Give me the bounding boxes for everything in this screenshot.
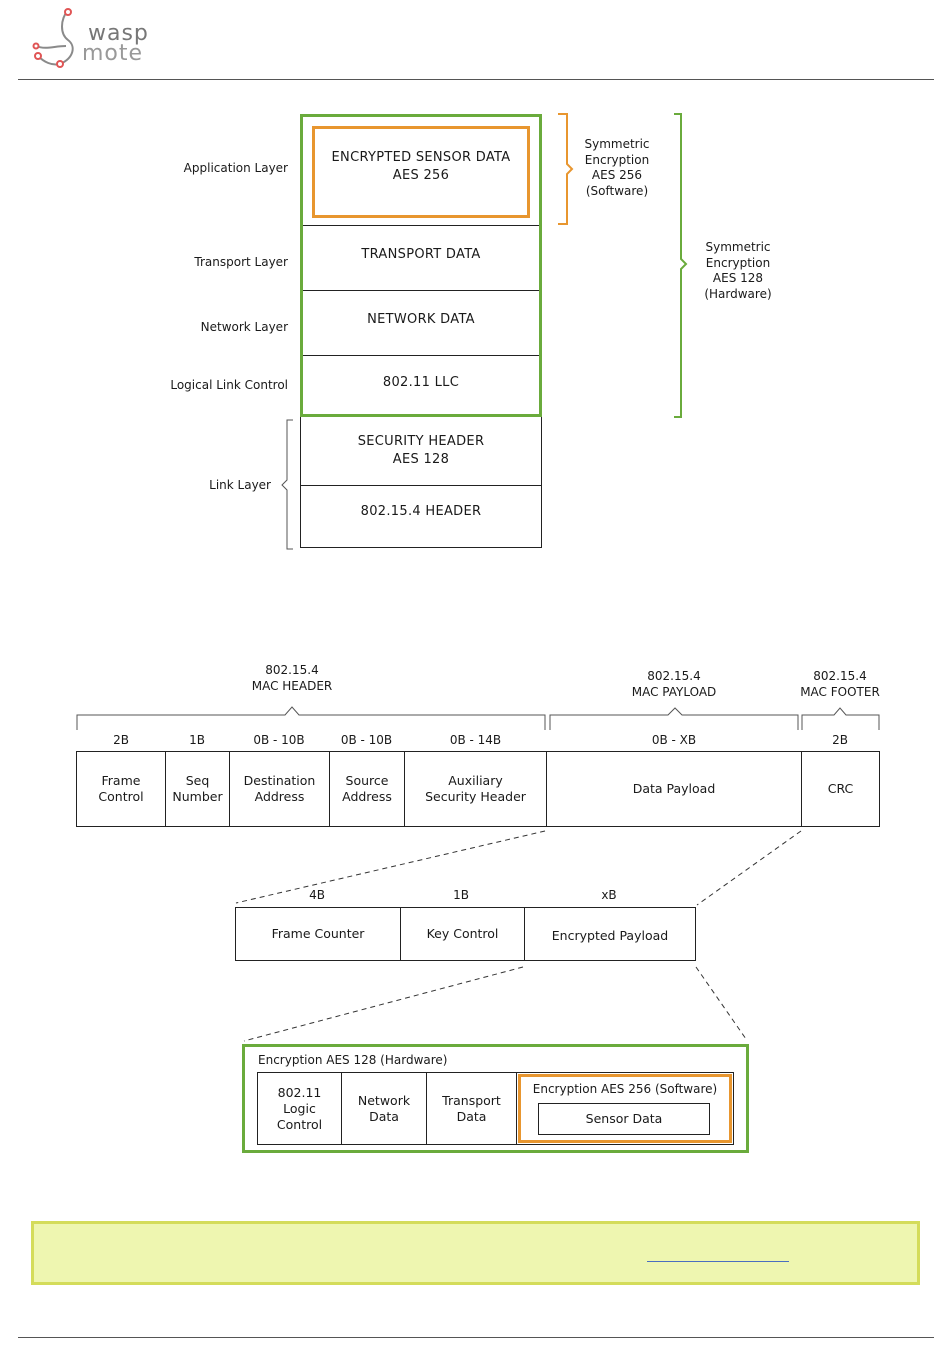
security-header-line1: SECURITY HEADER bbox=[357, 434, 485, 449]
software-encrypted-box: ENCRYPTED SENSOR DATA AES 256 bbox=[312, 126, 530, 218]
size-encrypted-payload: xB bbox=[601, 888, 617, 902]
size-destination: 0B - 10B bbox=[253, 733, 305, 747]
layer-label-application: Application Layer bbox=[183, 161, 288, 175]
link-layer-stack: SECURITY HEADER AES 128 802.15.4 HEADER bbox=[300, 417, 542, 548]
hardware-encryption-title: Encryption AES 128 (Hardware) bbox=[258, 1053, 448, 1067]
field-frame-counter: Frame Counter bbox=[271, 926, 365, 941]
network-data-label: NETWORK DATA bbox=[367, 312, 475, 327]
mac-header-label: 802.15.4 HEADER bbox=[360, 504, 482, 519]
zoom-lines bbox=[235, 830, 802, 1042]
layer-label-transport: Transport Layer bbox=[194, 255, 288, 269]
security-header-row: SECURITY HEADER AES 128 bbox=[301, 417, 541, 486]
app-data-line2: AES 256 bbox=[392, 168, 450, 183]
size-data-payload: 0B - XB bbox=[651, 733, 697, 747]
header-divider bbox=[18, 79, 934, 80]
security-header-line2: AES 128 bbox=[392, 452, 450, 467]
frame-group-braces bbox=[76, 706, 880, 730]
size-crc: 2B bbox=[832, 733, 848, 747]
transport-data-row: TRANSPORT DATA bbox=[303, 225, 539, 291]
hardware-encrypted-stack: ENCRYPTED SENSOR DATA AES 256 TRANSPORT … bbox=[300, 114, 542, 417]
mac-header-row: 802.15.4 HEADER bbox=[301, 485, 541, 547]
llc-row: 802.11 LLC bbox=[303, 355, 539, 414]
layer-label-llc: Logical Link Control bbox=[170, 378, 288, 392]
footer-divider bbox=[18, 1337, 934, 1338]
payload-breakdown-row: Frame Counter Key Control Encrypted Payl… bbox=[235, 907, 696, 961]
software-encryption-bracket bbox=[558, 113, 574, 225]
size-seq-number: 1B bbox=[189, 733, 205, 747]
size-source: 0B - 10B bbox=[340, 733, 393, 747]
size-frame-control: 2B bbox=[113, 733, 129, 747]
link-layer-bracket bbox=[281, 419, 293, 550]
sensor-data-box: Sensor Data bbox=[538, 1103, 710, 1135]
logo: wasp mote bbox=[30, 6, 180, 72]
size-aux-security: 0B - 14B bbox=[449, 733, 502, 747]
layer-label-link: Link Layer bbox=[209, 478, 271, 492]
note-link-underline[interactable] bbox=[647, 1261, 789, 1262]
software-encryption-box-inner: Encryption AES 256 (Software) Sensor Dat… bbox=[518, 1074, 732, 1143]
size-key-control: 1B bbox=[453, 888, 469, 902]
field-data-payload: Data Payload bbox=[546, 752, 801, 826]
network-data-row: NETWORK DATA bbox=[303, 290, 539, 356]
logo-mark: wasp mote bbox=[32, 8, 149, 68]
software-encryption-title: Encryption AES 256 (Software) bbox=[532, 1082, 718, 1096]
size-frame-counter: 4B bbox=[309, 888, 325, 902]
hardware-encryption-bracket bbox=[674, 113, 688, 418]
field-key-control: Key Control bbox=[400, 908, 524, 960]
svg-text:wasp: wasp bbox=[88, 21, 149, 46]
hardware-encryption-label: Symmetric Encryption AES 128 (Hardware) bbox=[704, 240, 772, 301]
field-encrypted-payload: Encrypted Payload bbox=[524, 908, 695, 960]
svg-text:mote: mote bbox=[82, 41, 143, 66]
layer-label-network: Network Layer bbox=[200, 320, 288, 334]
software-encryption-cell: Encryption AES 256 (Software) Sensor Dat… bbox=[516, 1073, 733, 1144]
note-box bbox=[31, 1221, 920, 1285]
llc-label: 802.11 LLC bbox=[382, 375, 460, 390]
field-crc: CRC bbox=[801, 752, 879, 826]
software-encryption-label: Symmetric Encryption AES 256 (Software) bbox=[584, 137, 650, 198]
app-data-line1: ENCRYPTED SENSOR DATA bbox=[331, 150, 511, 165]
transport-data-label: TRANSPORT DATA bbox=[361, 247, 481, 262]
